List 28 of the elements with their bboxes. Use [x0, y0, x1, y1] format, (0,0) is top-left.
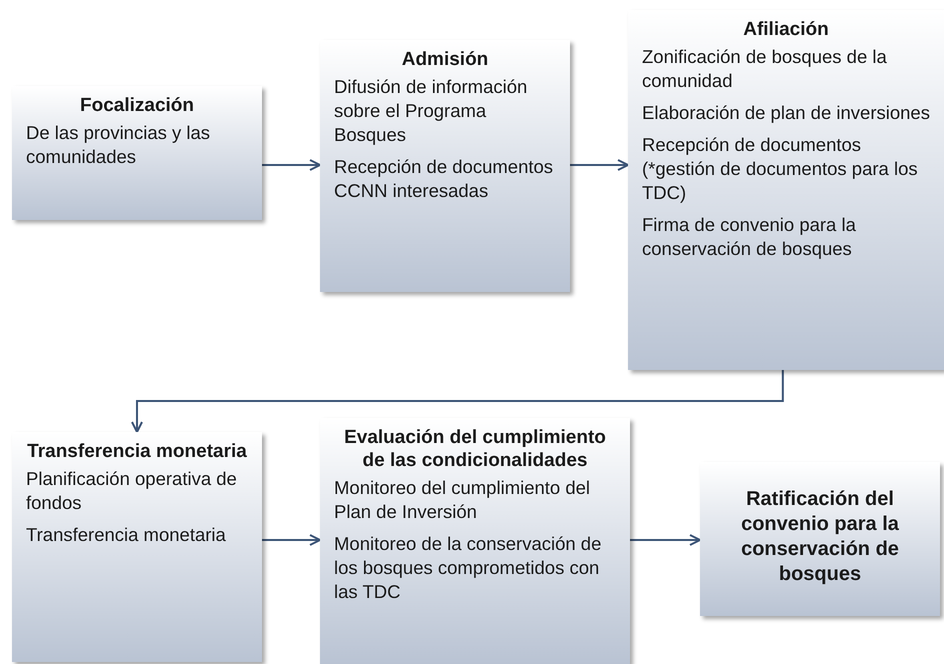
process-box [320, 418, 630, 664]
box-text: Recepción de documentos CCNN interesadas [334, 155, 554, 203]
process-box [320, 40, 570, 292]
box-text: Monitoreo de la conservación de los bosques comprometidos con las TDC [334, 532, 602, 604]
arrow [630, 534, 701, 546]
box-text: Firma de convenio para la conservación de bosques [642, 213, 857, 261]
box-text: Zonificación de bosques de la comunidad [642, 45, 888, 93]
box-heading: Evaluación del cumplimiento de las condicionalidades [343, 426, 607, 472]
process-box [12, 432, 262, 662]
arrow [131, 370, 784, 433]
arrow [262, 159, 321, 171]
process-box [700, 462, 940, 616]
box-text: De las provincias y las comunidades [26, 121, 212, 169]
process-box [628, 10, 944, 370]
arrow [262, 534, 321, 546]
process-box [12, 86, 262, 220]
box-text: Planificación operativa de fondos [26, 467, 238, 515]
box-heading: Focalización [78, 94, 196, 117]
box-text: Difusión de información sobre el Programa Bosques [334, 75, 528, 147]
box-text: Recepción de documentos (*gestión de documentos para los TDC) [642, 133, 919, 205]
box-heading: Afiliación [742, 18, 830, 41]
box-heading: Transferencia monetaria [26, 440, 248, 463]
box-heading: Ratificación del convenio para la conservación de bosques [740, 487, 900, 587]
arrow [570, 159, 629, 171]
box-text: Elaboración de plan de inversiones [642, 101, 930, 125]
box-heading: Admisión [400, 48, 490, 71]
box-text: Monitoreo del cumplimiento del Plan de Inversión [334, 476, 592, 524]
box-text: Transferencia monetaria [26, 523, 227, 547]
